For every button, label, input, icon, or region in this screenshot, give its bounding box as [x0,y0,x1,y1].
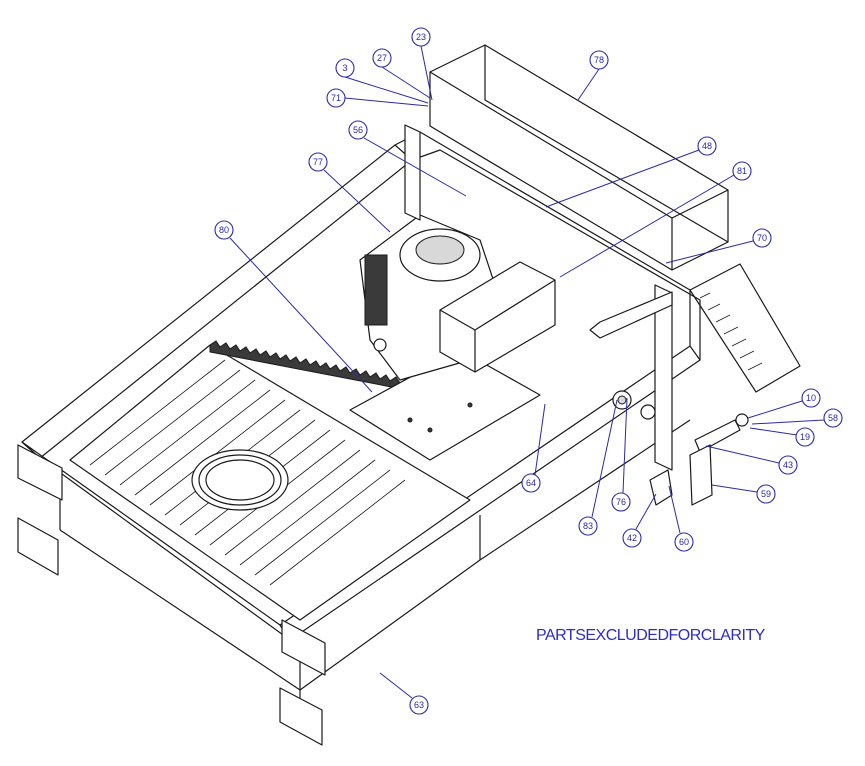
engine [359,214,556,381]
right-rear-deck [689,263,801,393]
callout-label: 78 [594,55,604,65]
callout-bubble: 59 [756,484,776,504]
callout-label: 43 [783,460,793,470]
callout-label: 42 [627,533,637,543]
callout-circle [214,220,234,240]
callout-circle [778,455,798,475]
end-plates [17,444,326,746]
callout-circle [756,484,776,504]
callout-circle [335,58,355,78]
callout-label: 59 [761,489,771,499]
callout-bubble: 23 [411,27,431,47]
callout-label: 80 [219,225,229,235]
callout-bubble: 78 [589,50,609,70]
callout-label: 70 [757,233,767,243]
main-frame [21,131,701,710]
callout-label: 76 [616,497,626,507]
callout-circle [795,427,815,447]
callout-circle [372,48,392,68]
callout-circle [697,136,717,156]
callout-bubble: 83 [578,516,598,536]
callout-bubble: 81 [732,161,752,181]
callout-label: 27 [377,53,387,63]
callout-circle [611,492,631,512]
callout-label: 64 [526,478,536,488]
uprights [404,124,673,471]
parts-excluded-note: PARTSEXCLUDEDFORCLARITY [536,627,765,644]
callout-circle [589,50,609,70]
callout-bubble: 70 [752,228,772,248]
callout-circle [521,473,541,493]
callout-circle [752,228,772,248]
callout-label: 77 [313,157,323,167]
callout-label: 23 [416,32,426,42]
callout-label: 48 [702,141,712,151]
callout-bubble: 77 [308,152,328,172]
callout-bubble: 43 [778,455,798,475]
callout-bubble: 48 [697,136,717,156]
callout-circle [801,388,821,408]
callout-bubble: 60 [674,532,694,552]
callout-circle [674,532,694,552]
callout-bubble: 42 [622,528,642,548]
callout-bubble: 63 [409,695,429,715]
rear-console [429,44,729,271]
callout-bubble: 76 [611,492,631,512]
callout-label: 3 [342,63,347,73]
callout-bubble: 56 [348,120,368,140]
hose-coil [191,449,289,511]
callout-bubble: 10 [801,388,821,408]
callout-label: 56 [353,125,363,135]
callout-label: 10 [806,393,816,403]
callout-label: 58 [828,413,838,423]
callout-label: 63 [414,700,424,710]
callout-circle [348,120,368,140]
callout-label: 83 [583,521,593,531]
callout-label: 19 [800,432,810,442]
callout-bubble: 64 [521,473,541,493]
callout-circle [411,27,431,47]
callout-circle [326,88,346,108]
callout-bubble: 3 [335,58,355,78]
callout-bubble: 27 [372,48,392,68]
callout-circle [622,528,642,548]
callout-circle [578,516,598,536]
callout-circle [732,161,752,181]
callout-circle [308,152,328,172]
callout-bubble: 58 [823,408,843,428]
callout-leaders [229,45,825,699]
callout-label: 71 [331,93,341,103]
callout-bubbles: 23 27 3 71 78 56 77 48 81 80 70 10 58 19 43 59 64 76 83 42 6… [214,27,843,715]
right-fittings [612,390,749,506]
callout-circle [823,408,843,428]
callout-bubble: 19 [795,427,815,447]
callout-bubble: 80 [214,220,234,240]
callout-bubble: 71 [326,88,346,108]
callout-label: 60 [679,537,689,547]
callout-label: 81 [737,166,747,176]
callout-circle [409,695,429,715]
